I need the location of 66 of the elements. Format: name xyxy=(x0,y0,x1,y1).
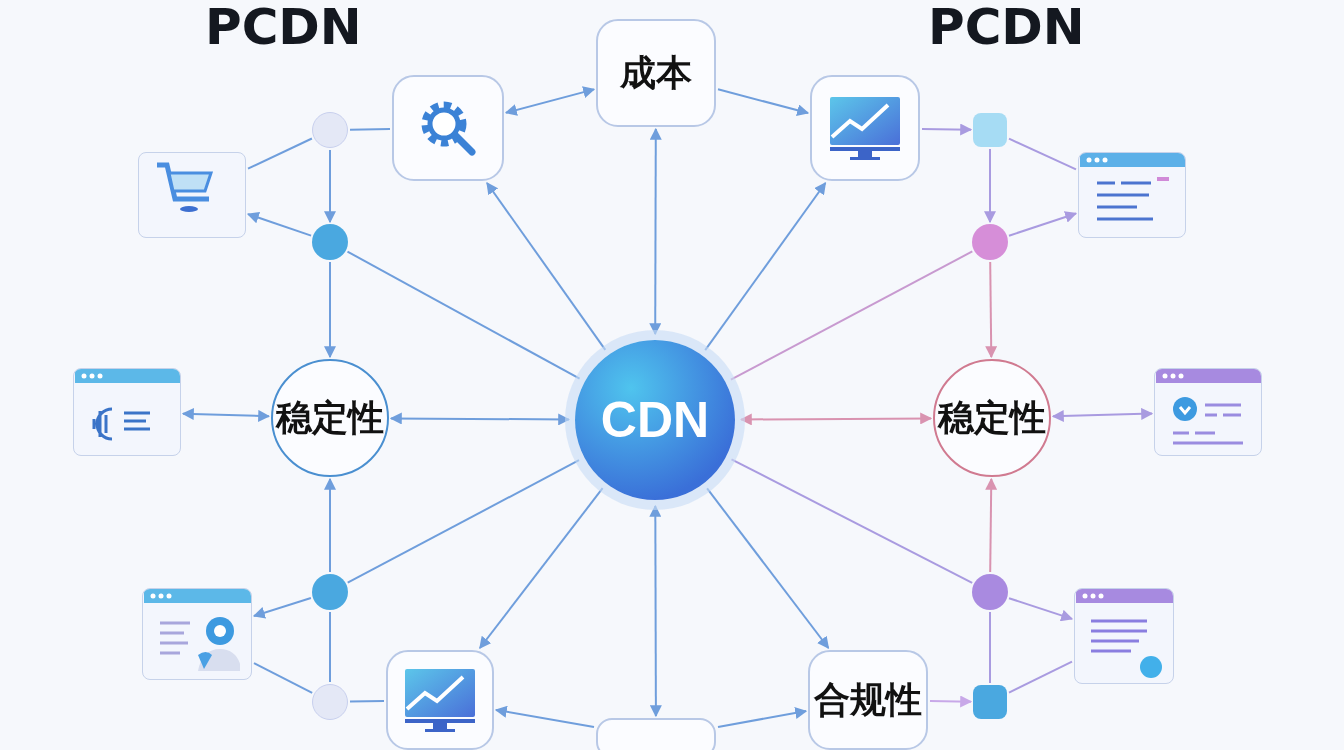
arrow xyxy=(252,597,312,619)
window-card xyxy=(1074,588,1174,684)
arrow xyxy=(739,412,933,426)
node-label: 成本 xyxy=(620,50,692,95)
connector-dot xyxy=(312,574,348,610)
hub-label: CDN xyxy=(600,391,710,449)
connector-line xyxy=(346,459,580,584)
arrow xyxy=(486,182,607,351)
connector-line xyxy=(349,128,391,131)
window-card xyxy=(1154,368,1262,456)
arrow xyxy=(1008,597,1074,622)
connector-line xyxy=(247,137,313,170)
connector-dot xyxy=(312,112,348,148)
connector-dot xyxy=(972,224,1008,260)
arrow xyxy=(324,261,336,359)
connector-line xyxy=(729,250,974,381)
hub-circle xyxy=(575,340,735,500)
connector-dot xyxy=(312,224,348,260)
icon-box xyxy=(392,75,504,181)
arrow xyxy=(704,182,827,352)
window-card xyxy=(138,152,246,238)
connector-square xyxy=(973,685,1007,719)
connector-dot xyxy=(972,574,1008,610)
connector-line xyxy=(346,250,581,380)
node-label: 稳定性 xyxy=(276,395,384,440)
icon-box xyxy=(810,75,920,181)
arrow xyxy=(324,477,336,573)
window-card xyxy=(73,368,181,456)
arrow xyxy=(389,412,571,426)
arrow xyxy=(649,504,662,718)
arrow xyxy=(717,707,808,728)
topic-box xyxy=(808,650,928,750)
arrow xyxy=(181,408,271,422)
window-card xyxy=(1078,152,1186,238)
connector-line xyxy=(1008,660,1073,694)
arrow xyxy=(324,149,336,224)
arrow xyxy=(246,211,313,237)
arrow xyxy=(985,477,998,573)
icon-box xyxy=(596,718,716,750)
node-label: 合规性 xyxy=(814,677,922,722)
topic-box xyxy=(596,19,716,127)
connector-line xyxy=(253,662,314,694)
connector-line xyxy=(329,611,331,683)
connector-line xyxy=(989,611,991,684)
connector-square xyxy=(973,113,1007,147)
arrow xyxy=(717,88,810,117)
connector-line xyxy=(349,700,385,703)
arrow xyxy=(649,127,662,336)
connector-line xyxy=(730,458,974,584)
connector-dot xyxy=(312,684,348,720)
heading-text: PCDN xyxy=(205,2,362,52)
heading-text: PCDN xyxy=(928,2,1085,52)
arrow xyxy=(1008,211,1078,237)
arrow xyxy=(984,148,996,224)
window-card xyxy=(142,588,252,680)
node-label: 稳定性 xyxy=(938,395,1046,440)
arrow xyxy=(929,695,973,708)
arrow xyxy=(985,261,998,359)
arrow xyxy=(706,487,830,649)
arrow xyxy=(494,705,595,729)
icon-box xyxy=(386,650,494,750)
arrow xyxy=(504,86,596,116)
arrow xyxy=(1051,407,1154,422)
arrow xyxy=(921,123,973,136)
arrow xyxy=(478,487,604,649)
connector-line xyxy=(1008,137,1077,171)
